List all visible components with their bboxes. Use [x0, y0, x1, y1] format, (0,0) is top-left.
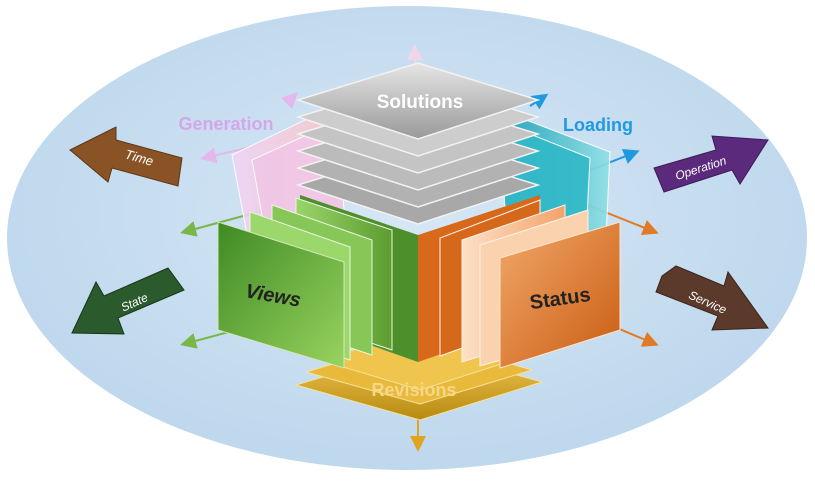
status-panel: [499, 221, 621, 369]
time-arrow: Time: [69, 126, 183, 187]
solutions-label: Solutions: [377, 92, 464, 113]
state-arrow: State: [71, 267, 185, 335]
generation-label: Generation: [178, 114, 273, 134]
service-arrow: Service: [655, 265, 769, 331]
views-panel: [217, 221, 345, 369]
solutions-layers: [295, 62, 541, 225]
loading-label: Loading: [563, 115, 633, 135]
revisions-label: Revisions: [371, 380, 456, 400]
